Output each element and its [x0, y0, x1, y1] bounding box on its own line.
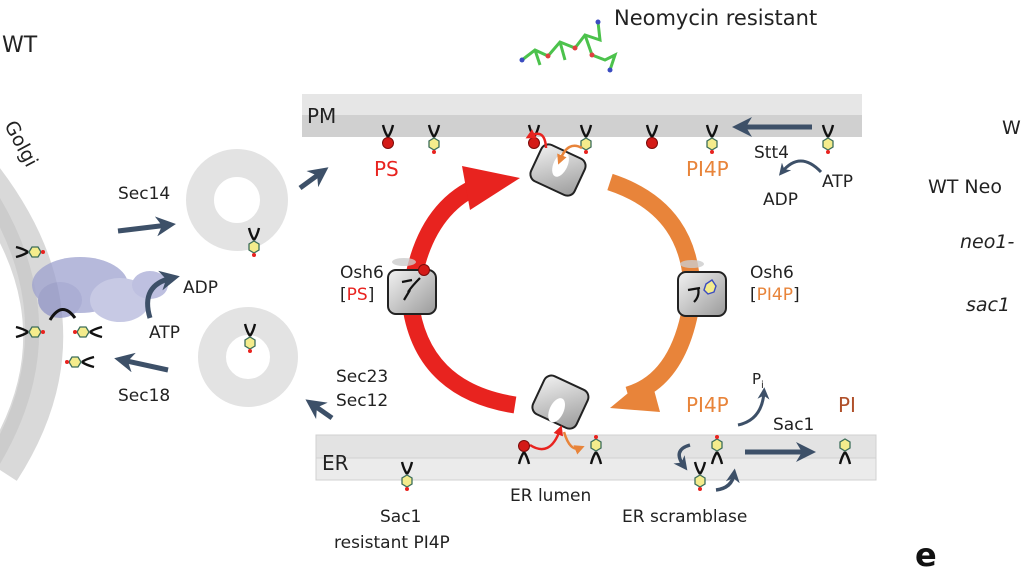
neomycin-molecule-icon	[519, 19, 618, 73]
er-lumen-label: ER lumen	[510, 486, 591, 506]
stt4-label: Stt4	[754, 143, 789, 163]
osh6-at-pm	[529, 143, 587, 197]
ps-arrow-head	[462, 166, 520, 210]
sec23-label: Sec23	[336, 367, 388, 387]
neomycin-label: Neomycin resistant	[614, 6, 817, 30]
osh6-at-er	[531, 374, 590, 430]
condition-label: WT	[2, 33, 38, 58]
pi4p-pm-label: PI4P	[686, 157, 729, 181]
er-scramblase-label: ER scramblase	[622, 507, 747, 527]
golgi-adp-label: ADP	[183, 278, 218, 298]
osh6-ps-cargo: [PS]	[340, 285, 374, 305]
stt4-atp-arrow	[778, 159, 823, 176]
secretory-vesicle	[186, 149, 288, 251]
sec18-label: Sec18	[118, 386, 170, 406]
golgi-label: Golgi	[0, 117, 42, 171]
copii-vesicle	[198, 307, 298, 407]
golgi-membrane	[0, 168, 64, 481]
sac1-resistant-label-line1: Sac1	[380, 507, 421, 527]
golgi-atp-hydrolysis-arrow	[145, 270, 180, 319]
legend-item-wt-neo: WT Neo	[928, 176, 1002, 198]
phosphate-label: Pi	[752, 370, 764, 391]
neo1-protein-structure	[32, 257, 168, 322]
pi-label: PI	[838, 393, 856, 417]
sac1-label: Sac1	[773, 415, 814, 435]
scramblase-arrow-down	[673, 443, 691, 471]
osh6-ps-complex	[387, 258, 437, 315]
pi4p-arrow-head	[610, 375, 660, 412]
pi4p-er-label: PI4P	[686, 393, 729, 417]
sec14-label: Sec14	[118, 184, 170, 204]
pm-adp-label: ADP	[763, 190, 798, 210]
scramblase-arrow-up	[715, 468, 740, 492]
legend-item-sac1: sac1	[966, 294, 1010, 316]
panel-letter: e	[915, 536, 937, 574]
pm-atp-label: ATP	[822, 172, 853, 192]
osh6-pi4p-complex	[677, 260, 727, 317]
sec12-label: Sec12	[336, 391, 388, 411]
vesicle-to-pm-arrow	[298, 167, 329, 191]
phosphate-release-arrow	[737, 387, 770, 427]
golgi-lipids	[14, 245, 104, 369]
pm-label: PM	[307, 104, 336, 128]
sec18-arrow	[114, 352, 169, 373]
er-label: ER	[322, 451, 349, 475]
er-to-golgi-arrow	[305, 399, 334, 421]
sac1-resistant-label-line2: resistant PI4P	[334, 533, 450, 553]
legend-item-wt: W	[1002, 117, 1021, 139]
osh6-pi4p-cargo: [PI4P]	[750, 285, 800, 305]
golgi-atp-label: ATP	[149, 323, 180, 343]
legend-item-neo1: neo1-	[960, 231, 1014, 253]
osh6-pi4p-name: Osh6	[750, 263, 794, 283]
osh6-ps-name: Osh6	[340, 263, 384, 283]
sec14-arrow	[117, 216, 176, 237]
ps-label: PS	[374, 157, 399, 181]
